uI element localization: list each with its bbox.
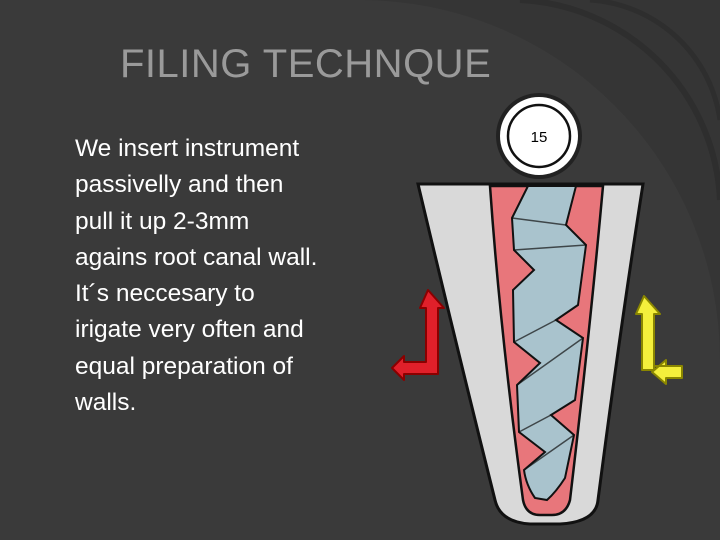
body-line: passivelly and then [75, 171, 284, 199]
slide-body-text: We insert instrument passivelly and then… [75, 131, 405, 421]
body-line: agains root canal wall. [75, 243, 318, 271]
body-line: pull it up 2-3mm [75, 207, 250, 235]
body-line: equal preparation of [75, 352, 293, 380]
body-line: irigate very often and [75, 316, 304, 344]
endodontic-file [510, 185, 588, 502]
yellow-l-arrow-icon [635, 295, 683, 385]
body-line: walls. [75, 389, 137, 417]
body-line: It´s neccesary to [75, 280, 255, 308]
file-size-label: 15 [531, 129, 548, 146]
red-l-arrow-icon [391, 289, 445, 381]
body-line: We insert instrument [75, 135, 300, 162]
slide-title: FILING TECHNQUE [120, 42, 492, 86]
